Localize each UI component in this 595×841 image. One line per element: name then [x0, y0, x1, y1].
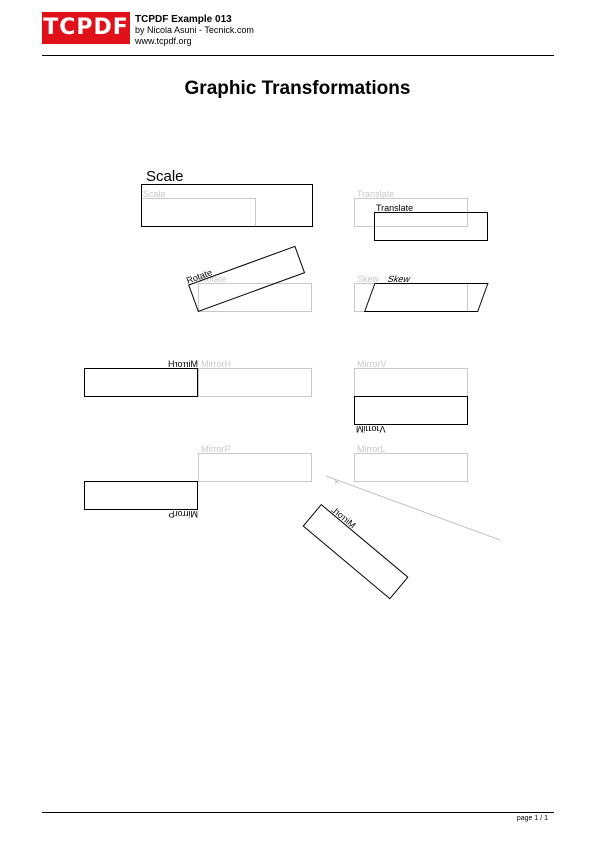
mirrorv-label: MirrorV — [356, 424, 386, 434]
mirrorp-label: MirrorP — [168, 509, 199, 519]
mirrorv-transformed-box — [354, 396, 468, 425]
mirror-axis-line — [325, 475, 501, 541]
scale-ghost-label: Scale — [143, 189, 166, 199]
rotate-original-box — [198, 283, 312, 312]
tcpdf-logo: TCPDF — [42, 12, 130, 44]
skew-original-box — [354, 283, 468, 312]
skew-transformed-box — [364, 283, 489, 312]
mirrorl-ghost-label: MirrorL — [357, 444, 386, 454]
mirror-axis-marker: × — [334, 477, 339, 487]
mirrorl-original-box — [354, 453, 468, 482]
mirrorh-transformed-box — [84, 368, 198, 397]
mirrorv-ghost-label: MirrorV — [357, 359, 387, 369]
header-divider — [42, 55, 554, 56]
skew-ghost-label: Skew — [357, 274, 380, 284]
mirrorp-transformed-group: MirrorP — [84, 481, 198, 519]
mirrorp-original-box — [198, 453, 312, 482]
mirror-line: × — [325, 475, 501, 541]
mirrorh-original-box — [198, 368, 312, 397]
translate-label: Translate — [376, 203, 414, 213]
header-author: by Nicola Asuni - Tecnick.com — [135, 25, 254, 35]
mirrorp-ghost-label: MirrorP — [201, 444, 231, 454]
translate-ghost-label: Translate — [357, 189, 395, 199]
page-title: Graphic Transformations — [184, 78, 411, 99]
scale-big-label: Scale — [146, 168, 184, 185]
mirrorv-transformed-group: MirrorV — [354, 396, 468, 434]
footer-divider — [42, 812, 554, 813]
header-block: TCPDF Example 013 by Nicola Asuni - Tecn… — [135, 14, 254, 47]
mirrorh-ghost-label: MirrorH — [201, 359, 231, 369]
mirrorp-transformed-box — [84, 481, 198, 510]
scale-transformed-box — [141, 184, 313, 227]
mirrorv-original-box — [354, 368, 468, 397]
skew-transformed-group: Skew — [364, 274, 492, 312]
rotate-ghost-label: Rotate — [200, 274, 227, 284]
header-title: TCPDF Example 013 — [135, 14, 232, 25]
translate-transformed-box — [374, 212, 488, 241]
mirrorh-transformed-group: MirrorH — [84, 359, 198, 397]
page-number: page 1 / 1 — [516, 815, 548, 822]
header-url: www.tcpdf.org — [135, 36, 192, 46]
